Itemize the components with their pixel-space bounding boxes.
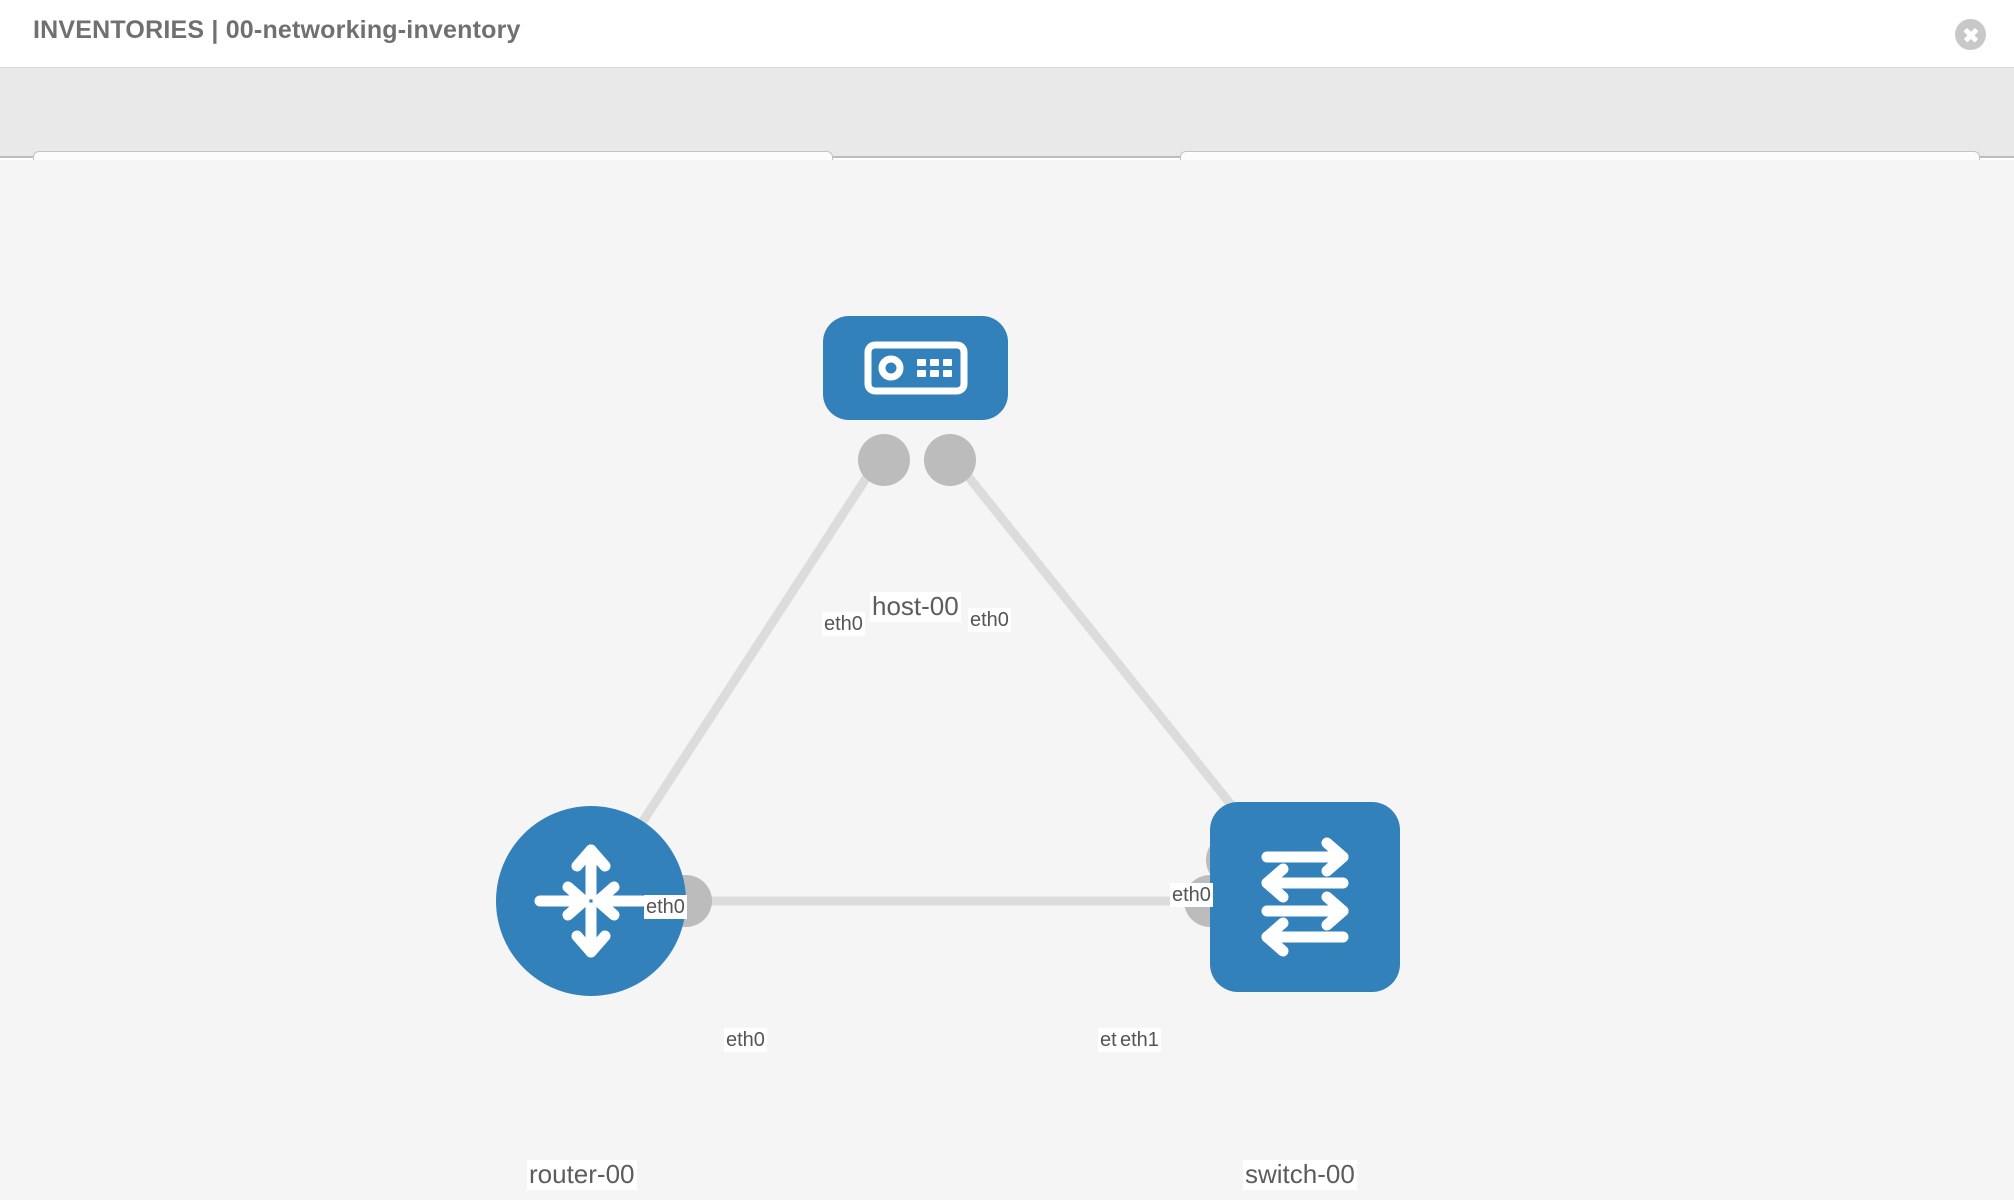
node-label-router-00: router-00: [527, 1159, 637, 1190]
close-icon[interactable]: [1955, 19, 1986, 50]
connector-host-left: [858, 434, 910, 486]
topology-links-layer: [587, 434, 1309, 927]
topology-canvas[interactable]: host-00 router-00 switch-00 eth0 eth0 et…: [0, 160, 2014, 1200]
page-header: INVENTORIES | 00-networking-inventory: [0, 0, 2014, 68]
iface-label-switch-uplink: eth0: [1170, 883, 1213, 907]
iface-label-router-uplink: eth0: [644, 895, 687, 919]
node-label-switch-00: switch-00: [1243, 1159, 1357, 1190]
link-connectors: [660, 434, 1258, 927]
router-arrows-icon: [534, 844, 648, 958]
server-icon: [864, 341, 967, 395]
switch-arrows-icon: [1261, 837, 1349, 957]
node-host-00[interactable]: [823, 316, 1008, 420]
iface-label-switch-left-eth1: eth1: [1118, 1028, 1161, 1052]
iface-label-router-right: eth0: [724, 1028, 767, 1052]
node-switch-00[interactable]: [1210, 802, 1400, 992]
connector-host-right: [924, 434, 976, 486]
node-label-host-00: host-00: [870, 591, 961, 622]
iface-label-host-left: eth0: [822, 612, 865, 636]
iface-label-host-right: eth0: [968, 608, 1011, 632]
toolbar: ACTIONS SEARCH: [0, 68, 2014, 199]
page-title: INVENTORIES | 00-networking-inventory: [33, 16, 521, 44]
link-lines: [587, 457, 1309, 906]
